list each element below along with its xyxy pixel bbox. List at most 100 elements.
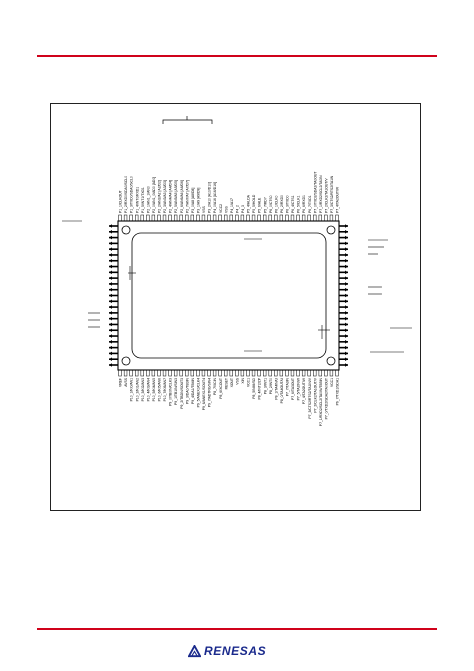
renesas-logo-text: RENESAS [204,644,267,658]
left-pin-arrow [109,224,112,228]
bottom-pin-label: XOUT [230,378,234,387]
bottom-pin-label: P10_7/KI6/AN7 [163,378,167,401]
right-pin-arrow [345,229,348,234]
bottom-pin-label: P9_3/DA0/TB3IN [185,377,189,404]
bottom-pin-label: P9_7/ADTRG/SIN4 [208,378,212,407]
bottom-pin-label: P8_4/INT2/ZP [258,377,262,399]
bottom-pin [240,369,245,377]
top-pin [190,214,194,222]
left-pin-arrow [109,258,112,263]
corner-marker-bottom-right [326,356,336,366]
left-pin-arrow [109,293,112,298]
address-bus-bracket [162,116,213,124]
right-pin-arrow [345,363,348,367]
top-pin [279,214,284,222]
top-pin-label: P7_3/CTS2/RTS2/TA1IN [330,175,334,213]
bottom-pin [162,369,167,377]
bottom-pin-label: P8_6/XCOUT [219,378,223,399]
right-pin-row [339,224,348,367]
right-pin-arrow [345,293,348,298]
top-pin [196,214,200,222]
bottom-pin [129,369,133,377]
bottom-pin-label: P7_0/TXD2/SDA2/TA0OUT [324,378,328,419]
right-pin-arrow [345,282,348,286]
top-pin-label: P6_7/TXD1 [308,195,312,213]
left-pin-arrow [109,299,112,304]
bottom-pin [285,369,289,377]
bottom-pin [329,369,334,377]
top-pin-label: P2_6/AN6/A6 [A6/D6] [180,180,184,213]
left-pin-arrow [109,264,112,269]
top-pin [324,214,328,222]
top-pin [335,214,339,222]
left-pin-arrow [109,334,112,338]
bottom-pin-label: P6_7/TXD1/SDA1 [336,378,340,405]
bottom-pin-label: VCC1 [330,378,334,387]
top-pin-label: P6_0/CTS0 [269,195,273,213]
top-pin [307,214,311,222]
top-pin-label: P2_2/AN2/A2 [A2/D2] [158,180,162,213]
bottom-pin [173,369,178,377]
left-pin-arrow [109,247,112,251]
bottom-pin [118,369,122,377]
top-pin-label: P4_0/A16 [A16/D16] [213,182,217,213]
bottom-pin-label: XIN [241,377,245,383]
bottom-pin [207,369,211,377]
left-pin-arrow [109,287,112,292]
bottom-pin [324,369,328,377]
top-pin [246,214,250,222]
top-pin-label: P4_1/A17 [230,198,234,213]
top-pin [329,214,334,222]
top-pin [263,214,267,222]
left-overbar-marks [62,220,100,328]
left-pin-arrow [109,229,112,234]
bottom-pin [335,369,339,377]
bottom-pin-label: P9_4/DA1/TB4IN [191,377,195,404]
right-pin-arrow [345,322,348,327]
left-pin-arrow [109,351,112,356]
top-pin [201,214,206,222]
top-pin [296,214,300,222]
pin1-marker-top-left [121,225,131,235]
top-pin-label: P7_0/TXD2/SDA2/TA0OUT [313,172,317,213]
left-pin-arrow [109,311,112,315]
top-pin-label: P6_3/TXD0 [286,195,290,213]
bottom-pin-label: P7_3/CTS2/RTS2/TA1IN/V [308,377,312,418]
top-pin-label: VSS [202,205,206,213]
top-pin-label: P6_6/RXD1 [302,195,306,213]
bottom-pin [123,369,128,377]
bottom-pin-label: RESET [224,378,228,389]
right-pin-arrow [345,357,348,362]
right-pin-arrow [345,287,348,292]
top-pin-label: P7_1/RXD2/SCL2/TA0IN [319,175,323,213]
top-pin [185,214,189,222]
right-pin-arrow [345,311,348,315]
top-pin [151,214,156,222]
left-pin-arrow [109,241,112,246]
top-pin-label: P4_3 [241,205,245,213]
corner-marker-top-right [326,225,336,235]
right-overbar-marks [368,239,412,353]
bottom-pin [179,369,183,377]
bottom-pin [146,369,150,377]
bottom-pin [218,369,222,377]
corner-marker-bottom-left [121,356,131,366]
left-pin-arrow [109,305,112,309]
top-pin [218,214,222,222]
top-pin-label: P3_2/A10 [A10/D10] [208,182,212,213]
right-pin-arrow [345,328,348,333]
bottom-pin-label: P7_6/TA3OUT [291,378,295,400]
right-pin-arrow [345,224,348,228]
chip-inner-outline [131,232,327,359]
right-pin-arrow [345,253,348,257]
bottom-pin [135,369,139,377]
bottom-pin [235,369,239,377]
top-pin [318,214,322,222]
bottom-pin [157,369,161,377]
bottom-pin-label: P9_2/TB2IN/SOUT3 [180,378,184,409]
top-pin-label: VCC2 [219,204,223,213]
bottom-pin [318,369,322,377]
bottom-pin [313,369,317,377]
left-pin-arrow [109,363,112,367]
top-pin [135,214,139,222]
